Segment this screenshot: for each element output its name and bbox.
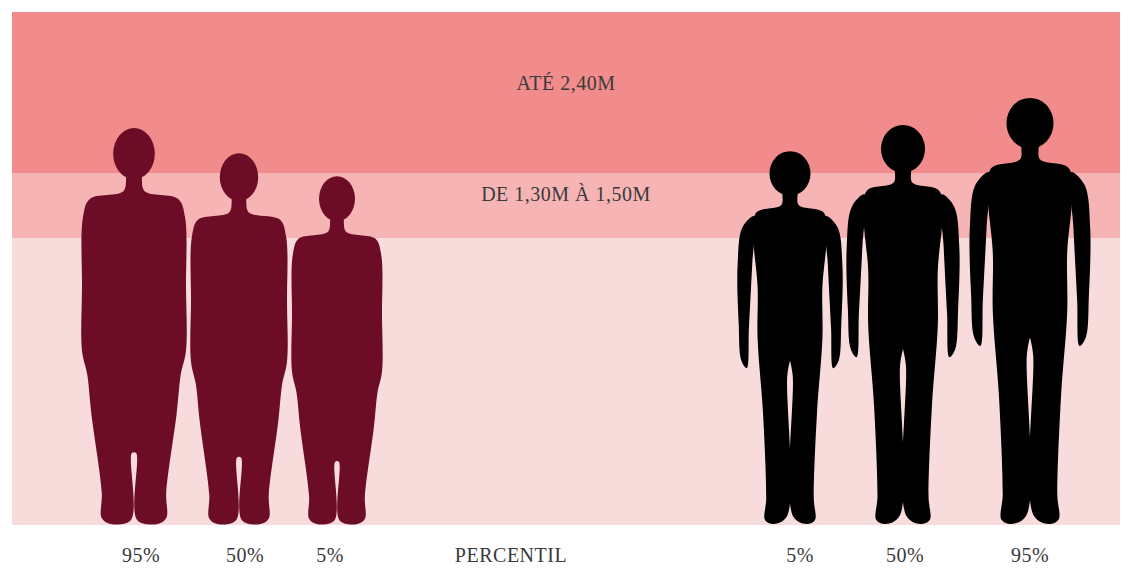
band-label: ATÉ 2,40M: [517, 72, 616, 95]
woman-silhouette: [81, 128, 187, 525]
man-silhouette: [846, 125, 959, 524]
percentile-label: 50%: [886, 544, 924, 567]
axis-title: PERCENTIL: [455, 544, 567, 567]
man-silhouette: [969, 98, 1090, 524]
woman-silhouette: [291, 176, 382, 524]
height-band: ATÉ 2,40M: [12, 12, 1120, 173]
percentile-label: 5%: [316, 544, 344, 567]
man-silhouette: [737, 151, 842, 524]
percentile-label: 95%: [1011, 544, 1049, 567]
percentile-label: 5%: [786, 544, 814, 567]
percentile-label: 95%: [122, 544, 160, 567]
band-label: DE 1,30M À 1,50M: [481, 183, 651, 206]
percentile-label: 50%: [226, 544, 264, 567]
woman-silhouette: [190, 153, 287, 524]
